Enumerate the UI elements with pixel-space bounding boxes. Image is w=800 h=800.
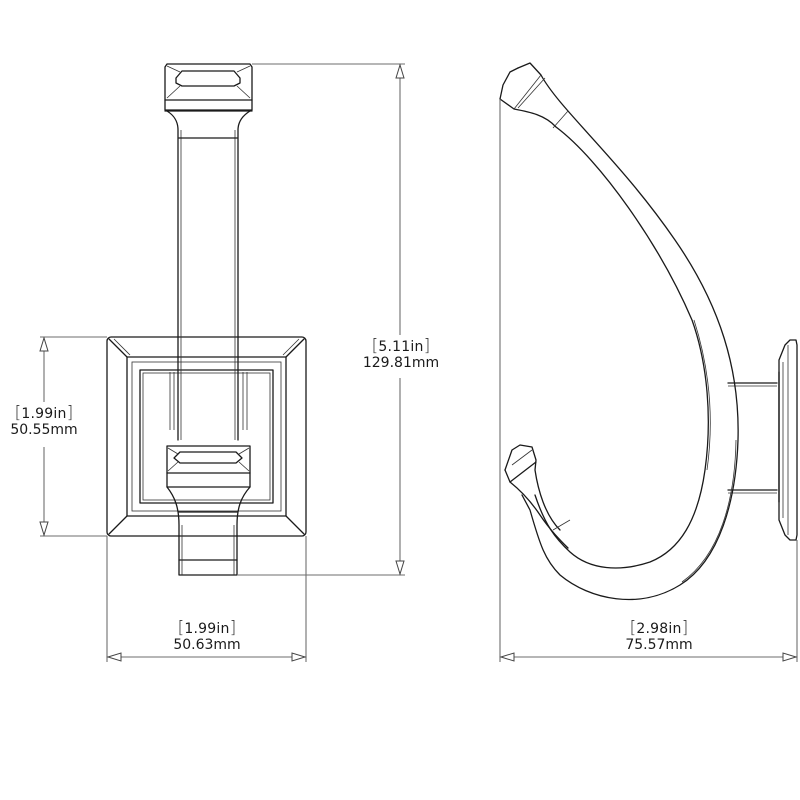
projection-depth-inch: [2.98in] [629, 618, 689, 638]
base-width-mm: 50.63mm [173, 637, 241, 653]
base-height-mm: 50.55mm [10, 422, 78, 438]
side-post [727, 382, 778, 494]
lower-hook-arm [166, 445, 251, 576]
side-hook-lower-tip [504, 444, 571, 549]
base-width-inch: [1.99in] [177, 618, 237, 638]
projection-depth-mm: 75.57mm [625, 637, 693, 653]
base-width-label: [1.99in] 50.63mm [161, 618, 253, 654]
side-hook-outer [499, 62, 739, 601]
overall-height-inch: [5.11in] [371, 336, 431, 356]
front-view [106, 63, 307, 576]
projection-depth-label: [2.98in] 75.57mm [613, 618, 705, 654]
side-wall-plate [778, 339, 798, 541]
overall-height-mm: 129.81mm [362, 355, 440, 371]
base-plate [106, 336, 307, 537]
overall-height-label: [5.11in] 129.81mm [356, 338, 446, 371]
upper-hook-arm [164, 63, 253, 441]
side-view [499, 62, 798, 601]
base-height-inch: [1.99in] [14, 403, 74, 423]
dimension-lines [39, 63, 798, 662]
base-height-label: [1.99in] 50.55mm [0, 405, 88, 438]
